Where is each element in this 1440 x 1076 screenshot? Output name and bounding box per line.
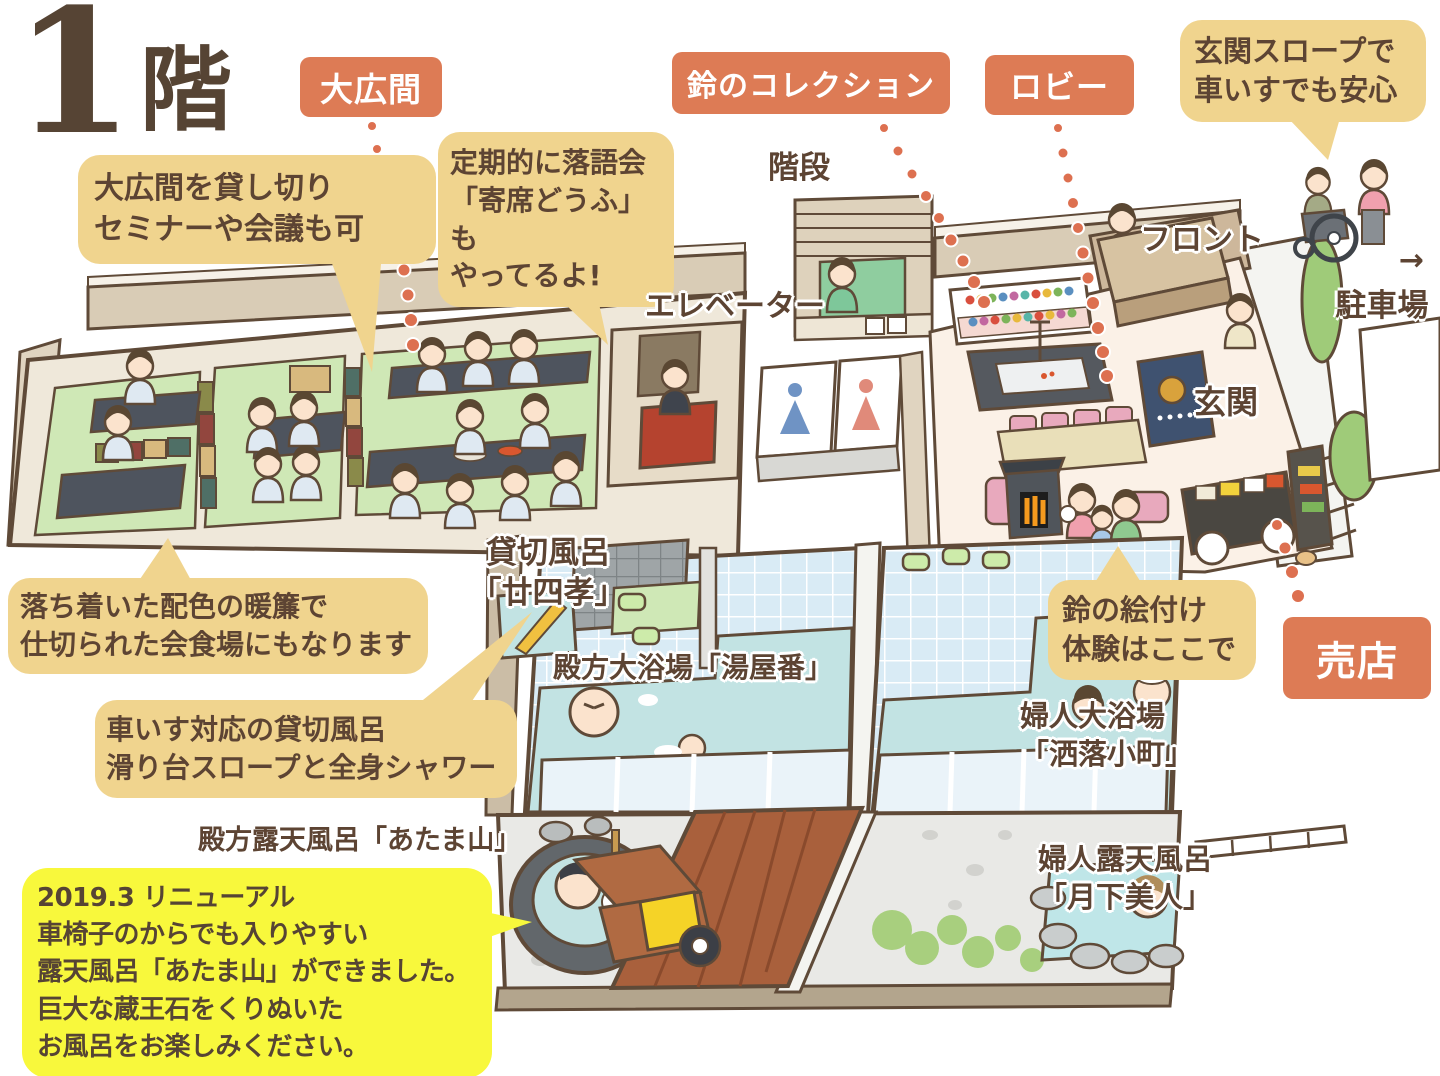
callout-ohiroma-rental: 大広間を貸し切り セミナーや会議も可 <box>78 155 436 264</box>
rock-bath <box>1029 856 1185 975</box>
noren-partitions <box>197 367 364 509</box>
label-elevator: エレベーター <box>645 289 825 324</box>
label-kashikiri-bath: 貸切風呂 「廿四孝」 <box>470 535 626 612</box>
shop-dog <box>1295 550 1317 566</box>
area-tag-lobby: ロビー <box>985 55 1135 115</box>
female-restroom-icon <box>852 379 880 430</box>
lobby-area <box>928 201 1334 574</box>
label-stairs: 階段 <box>768 150 830 186</box>
entrance-wheelchair-pair <box>1293 157 1391 263</box>
callout-kashikiri-shower: 車いす対応の貸切風呂 滑り台スロープと全身シャワー <box>95 700 517 798</box>
front-desk <box>1096 201 1234 328</box>
banquet-wing <box>7 290 748 559</box>
restrooms <box>755 350 932 566</box>
renewal-notice: 2019.3 リニューアル 車椅子のからでも入りやすい 露天風呂「あたま山」がで… <box>22 868 492 1076</box>
bath-windows <box>538 744 1170 816</box>
callout-rakugo: 定期的に落語会 「寄席どうふ」も やってるよ! <box>438 132 674 308</box>
male-restroom-icon <box>780 383 810 434</box>
label-men-bath: 殿方大浴場「湯屋番」 <box>553 651 834 684</box>
floor-number: 1 <box>14 0 134 173</box>
ramp-and-wheelchair <box>572 805 866 991</box>
outdoor-bath-zone <box>494 805 1348 1012</box>
floor-suffix: 階 <box>139 36 232 144</box>
area-tag-ohiroma: 大広間 <box>300 57 442 117</box>
stove <box>998 456 1066 540</box>
outdoor-fence <box>1194 824 1348 860</box>
callout-entrance-slope: 玄関スロープで 車いすでも安心 <box>1180 20 1426 123</box>
label-women-rotenburo: 婦人露天風呂 「月下美人」 <box>1038 842 1213 914</box>
area-tag-baiten: 売店 <box>1283 617 1431 699</box>
leader-dots-lobby <box>1052 122 1115 384</box>
parking-arrow-icon: → <box>1398 243 1424 278</box>
label-women-bath: 婦人大浴場 「洒落小町」 <box>1020 699 1195 771</box>
lobby-family <box>1059 481 1143 550</box>
leader-dots-baiten <box>1270 518 1306 604</box>
parking-label: 駐車場 <box>1335 288 1429 324</box>
label-entrance: 玄関 <box>1194 383 1259 421</box>
label-parking: → 駐車場 <box>1324 246 1440 325</box>
callout-suzu-paint: 鈴の絵付け 体験はここで <box>1048 580 1256 681</box>
label-front-desk: フロント <box>1140 222 1264 258</box>
callout-noren: 落ち着いた配色の暖簾で 仕切られた会食場にもなります <box>8 578 428 674</box>
area-tag-suzu-collection: 鈴のコレクション <box>672 52 950 114</box>
elevator-block <box>606 320 744 488</box>
leader-dots-suzu <box>878 122 992 310</box>
irori-hearth <box>966 320 1114 412</box>
bell-display-cabinet <box>1136 350 1216 448</box>
label-men-rotenburo: 殿方露天風呂「あたま山」 <box>198 825 522 856</box>
floor-title: 1 階 <box>14 0 232 158</box>
garden-bushes <box>872 910 1044 972</box>
